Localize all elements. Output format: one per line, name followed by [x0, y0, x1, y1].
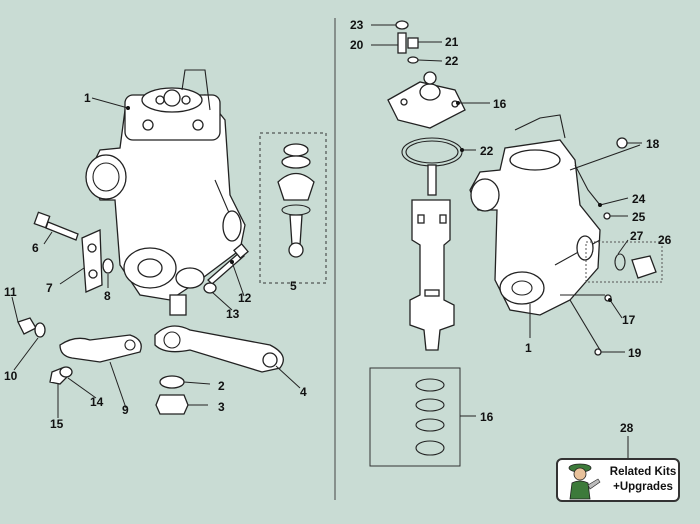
top-cover-16 [387, 81, 466, 129]
mechanic-mascot-icon [568, 463, 601, 500]
callout-4: 4 [300, 385, 307, 399]
washer-2 [159, 375, 185, 389]
callout-2: 2 [218, 379, 225, 393]
callout-27: 27 [630, 229, 644, 243]
related-kits-badge[interactable]: Related Kits +Upgrades [556, 458, 680, 502]
callout-3: 3 [218, 400, 225, 414]
callout-17: 17 [622, 313, 636, 327]
related-kits-line1: Related Kits [609, 466, 677, 478]
callout-28: 28 [620, 421, 634, 435]
callout-10: 10 [4, 369, 18, 383]
callout-7: 7 [46, 281, 53, 295]
callout-13: 13 [226, 307, 240, 321]
banjo-18 [616, 137, 628, 149]
washer-23 [395, 20, 409, 30]
stud-20 [397, 32, 407, 54]
callout-22-ring: 22 [480, 144, 494, 158]
callout-16-top: 16 [493, 97, 507, 111]
callout-18: 18 [646, 137, 660, 151]
callout-21: 21 [445, 35, 459, 49]
cap-26 [631, 255, 657, 279]
callout-14: 14 [90, 395, 104, 409]
callout-23: 23 [350, 18, 364, 32]
callout-22-top: 22 [445, 54, 459, 68]
callout-6: 6 [32, 241, 39, 255]
nut-3 [155, 394, 189, 415]
steering-box-right [469, 114, 641, 351]
seal-kit-group-16 [369, 367, 461, 467]
lock-plate-7 [81, 229, 103, 293]
callout-19: 19 [628, 346, 642, 360]
bolt-21 [407, 37, 419, 49]
callout-9: 9 [122, 403, 129, 417]
sector-shaft [409, 164, 455, 351]
callout-15: 15 [50, 417, 64, 431]
seal-27 [614, 253, 626, 271]
callout-1-right: 1 [525, 341, 532, 355]
callout-5: 5 [290, 279, 297, 293]
o-ring-22 [401, 137, 463, 167]
callout-26: 26 [658, 233, 672, 247]
callout-25: 25 [632, 210, 646, 224]
related-kits-label: Related Kits +Upgrades [606, 465, 680, 495]
ball-joint-group-5 [259, 132, 327, 284]
drop-arm-4 [154, 325, 284, 373]
callout-16-kit: 16 [480, 410, 494, 424]
washer-14 [59, 366, 73, 378]
washer-22 [407, 56, 419, 64]
nut-11 [17, 317, 37, 335]
callout-1-left: 1 [84, 91, 91, 105]
related-kits-line2: +Upgrades [613, 481, 673, 493]
steering-box-left [85, 69, 246, 316]
washer-13 [203, 282, 217, 294]
link-9 [59, 334, 142, 363]
washer-10 [34, 322, 46, 338]
callout-12: 12 [238, 291, 252, 305]
callout-11: 11 [4, 285, 17, 299]
bolt-6 [33, 211, 79, 241]
washer-8 [102, 258, 114, 274]
callout-24: 24 [632, 192, 646, 206]
callout-8: 8 [104, 289, 111, 303]
callout-20: 20 [350, 38, 364, 52]
pipe-24 [574, 164, 601, 206]
